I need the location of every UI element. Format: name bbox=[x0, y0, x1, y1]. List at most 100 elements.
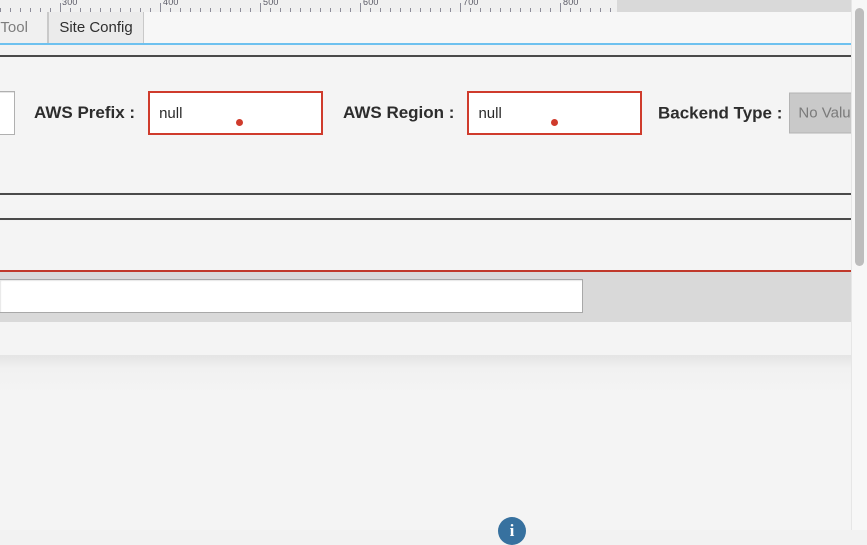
ruler-minor-tick bbox=[10, 8, 11, 12]
ruler-minor-tick bbox=[410, 8, 411, 12]
ruler-minor-tick bbox=[370, 8, 371, 12]
ruler-minor-tick bbox=[580, 8, 581, 12]
ruler-minor-tick bbox=[130, 8, 131, 12]
tab-bar: y Tool Site Config bbox=[0, 12, 867, 45]
ruler-minor-tick bbox=[390, 8, 391, 12]
divider-below-tabs bbox=[0, 55, 867, 57]
field-group-aws-prefix: AWS Prefix : null bbox=[34, 91, 324, 135]
ruler-minor-tick bbox=[50, 8, 51, 12]
ruler-label: 600 bbox=[363, 0, 379, 7]
aws-prefix-error-dot-icon bbox=[236, 119, 244, 126]
ruler-minor-tick bbox=[340, 8, 341, 12]
ruler-label: 800 bbox=[563, 0, 579, 7]
ruler-minor-tick bbox=[490, 8, 491, 12]
ruler-minor-tick bbox=[250, 8, 251, 12]
ruler-major-tick bbox=[260, 3, 261, 12]
ruler-label: 300 bbox=[62, 0, 78, 7]
ruler-minor-tick bbox=[0, 8, 1, 12]
ruler-minor-tick bbox=[230, 8, 231, 12]
ruler-minor-tick bbox=[20, 8, 21, 12]
divider-error-red bbox=[0, 270, 867, 272]
ruler-minor-tick bbox=[120, 8, 121, 12]
aws-prefix-value: null bbox=[159, 104, 183, 122]
ruler-minor-tick bbox=[350, 8, 351, 12]
ruler-minor-tick bbox=[590, 8, 591, 12]
ruler-minor-tick bbox=[600, 8, 601, 12]
ruler-minor-tick bbox=[70, 8, 71, 12]
ruler-minor-tick bbox=[300, 8, 301, 12]
ruler-minor-tick bbox=[430, 8, 431, 12]
ruler-minor-tick bbox=[450, 8, 451, 12]
ruler-minor-tick bbox=[500, 8, 501, 12]
ruler-minor-tick bbox=[280, 8, 281, 12]
tab-partial[interactable]: y Tool bbox=[0, 12, 48, 43]
ruler-label: 700 bbox=[463, 0, 479, 7]
ruler-minor-tick bbox=[470, 8, 471, 12]
ruler-minor-tick bbox=[190, 8, 191, 12]
ruler-minor-tick bbox=[100, 8, 101, 12]
ruler-major-tick bbox=[460, 3, 461, 12]
ruler-minor-tick bbox=[220, 8, 221, 12]
vertical-scrollbar-track[interactable] bbox=[851, 0, 867, 530]
ruler-minor-tick bbox=[90, 8, 91, 12]
ruler-minor-tick bbox=[30, 8, 31, 12]
ruler-minor-tick bbox=[270, 8, 271, 12]
ruler-minor-tick bbox=[180, 8, 181, 12]
ruler-minor-tick bbox=[290, 8, 291, 12]
ruler-minor-tick bbox=[570, 8, 571, 12]
section-band-2 bbox=[0, 221, 867, 270]
tab-site-config-label: Site Config bbox=[59, 19, 133, 36]
search-input[interactable] bbox=[0, 279, 583, 313]
ruler-minor-tick bbox=[400, 8, 401, 12]
ruler-minor-tick bbox=[110, 8, 111, 12]
ruler-minor-tick bbox=[170, 8, 171, 12]
backend-type-value: No Value bbox=[798, 104, 859, 122]
ruler-minor-tick bbox=[140, 8, 141, 12]
ruler-label: 400 bbox=[163, 0, 179, 7]
ruler-minor-tick bbox=[310, 8, 311, 12]
ruler-major-tick bbox=[560, 3, 561, 12]
ruler-major-tick bbox=[160, 3, 161, 12]
tab-partial-label: y Tool bbox=[0, 19, 28, 36]
ruler-minor-tick bbox=[240, 8, 241, 12]
aws-region-input[interactable]: null bbox=[467, 91, 643, 135]
partial-left-input[interactable] bbox=[0, 91, 15, 135]
field-group-backend-type: Backend Type : No Value bbox=[658, 92, 867, 134]
tab-site-config[interactable]: Site Config bbox=[48, 12, 144, 43]
ruler-minor-tick bbox=[200, 8, 201, 12]
field-group-aws-region: AWS Region : null bbox=[343, 91, 643, 135]
section-band-1 bbox=[0, 195, 867, 218]
ruler-minor-tick bbox=[530, 8, 531, 12]
ruler-minor-tick bbox=[550, 8, 551, 12]
ruler-minor-tick bbox=[150, 8, 151, 12]
ruler-minor-tick bbox=[440, 8, 441, 12]
aws-prefix-input[interactable]: null bbox=[148, 91, 324, 135]
ruler-minor-tick bbox=[330, 8, 331, 12]
ruler-minor-tick bbox=[320, 8, 321, 12]
ruler-minor-tick bbox=[420, 8, 421, 12]
ruler-minor-tick bbox=[80, 8, 81, 12]
ruler-major-tick bbox=[360, 3, 361, 12]
ruler-major-tick bbox=[60, 3, 61, 12]
divider-section-1 bbox=[0, 193, 867, 195]
ruler-minor-tick bbox=[210, 8, 211, 12]
aws-region-value: null bbox=[478, 104, 502, 122]
ruler-minor-tick bbox=[520, 8, 521, 12]
divider-section-2 bbox=[0, 218, 867, 220]
ruler-label: 500 bbox=[263, 0, 279, 7]
ruler-minor-tick bbox=[40, 8, 41, 12]
aws-region-error-dot-icon bbox=[551, 119, 559, 126]
vertical-scrollbar-thumb[interactable] bbox=[855, 8, 864, 266]
info-icon[interactable]: i bbox=[498, 517, 526, 545]
backend-type-label: Backend Type : bbox=[658, 103, 783, 122]
ruler-minor-tick bbox=[480, 8, 481, 12]
lower-panel bbox=[0, 322, 867, 356]
ruler-minor-tick bbox=[380, 8, 381, 12]
aws-region-label: AWS Region : bbox=[343, 103, 455, 122]
tab-bar-filler bbox=[144, 12, 867, 43]
page-background bbox=[0, 355, 867, 530]
config-form-band bbox=[0, 57, 867, 192]
aws-prefix-label: AWS Prefix : bbox=[34, 103, 136, 122]
ruler-minor-tick bbox=[610, 8, 611, 12]
ruler-minor-tick bbox=[510, 8, 511, 12]
